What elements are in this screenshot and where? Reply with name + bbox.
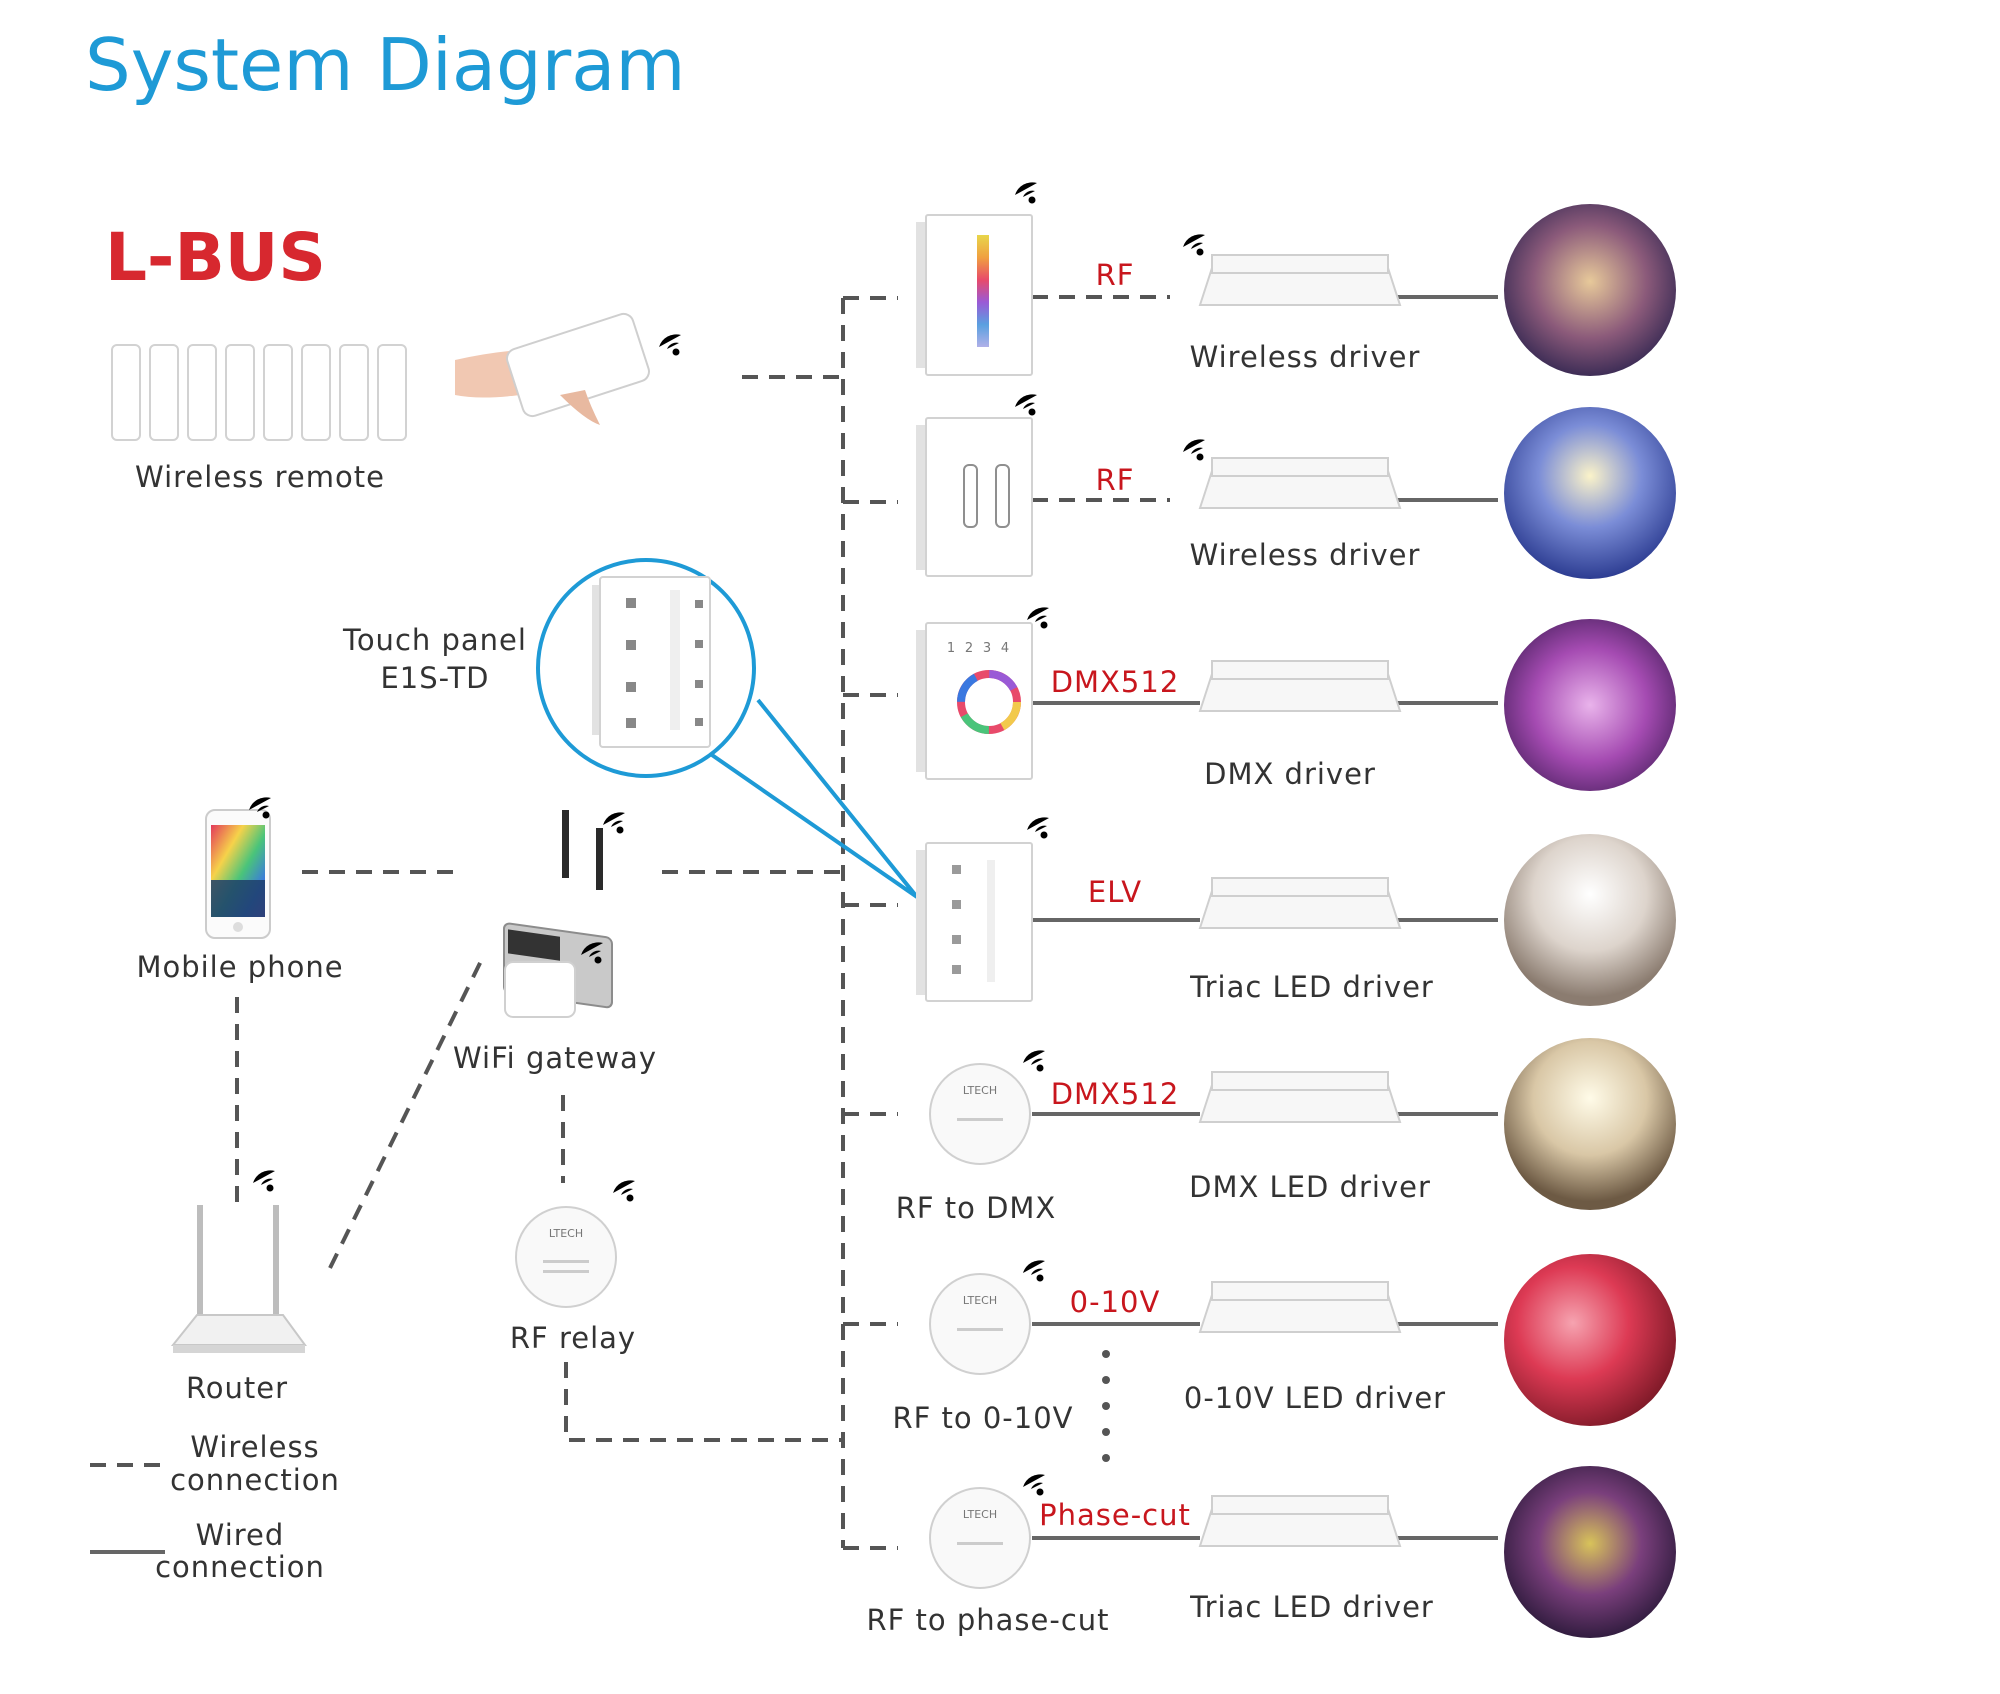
mobile-phone-label: Mobile phone (136, 950, 343, 984)
svg-text:LTECH: LTECH (549, 1227, 583, 1240)
relay-wifi-icon (613, 1180, 635, 1202)
panel-3-number-1: 1 (947, 641, 955, 656)
scene-shopping-mall (1504, 834, 1676, 1006)
converter-rf-to-phasecut: LTECH RF to phase-cut (866, 1474, 1109, 1637)
driver-label-row-3: DMX driver (1204, 757, 1376, 791)
continuation-dots (1102, 1350, 1110, 1462)
driver-label-row-5: DMX LED driver (1189, 1170, 1431, 1204)
svg-text:LTECH: LTECH (963, 1508, 997, 1521)
router: Router (170, 1170, 307, 1405)
protocol-label-row-7: Phase-cut (1039, 1498, 1191, 1532)
wireless-remote-group: Wireless remote (111, 312, 681, 494)
legend-wireless-line2: connection (170, 1463, 340, 1497)
wifi-gateway: WiFi gateway (453, 810, 657, 1075)
rf-to-dmx-wifi-icon (1023, 1050, 1045, 1072)
driver-row-5: DMX LED driver (1189, 1071, 1431, 1204)
callout-pointer (710, 698, 919, 899)
protocol-label-row-5: DMX512 (1051, 1077, 1180, 1111)
protocol-label-row-2: RF (1096, 463, 1135, 497)
l-bus-logo: L-BUS (105, 219, 326, 296)
driver-label-row-7: Triac LED driver (1189, 1590, 1434, 1624)
protocol-label-row-3: DMX512 (1051, 665, 1180, 699)
rf-to-dmx-label: RF to DMX (896, 1191, 1057, 1225)
rf-to-phasecut-label: RF to phase-cut (866, 1603, 1109, 1637)
panel-4 (916, 817, 1049, 1002)
protocol-labels: RF RF DMX512 ELV DMX512 0-10V Phase-cut (1039, 258, 1191, 1532)
panel-1-wifi-icon (1015, 182, 1037, 204)
panel-3-number-2: 2 (965, 641, 973, 656)
gateway-wifi-icon-1 (603, 812, 625, 834)
driver-row-4: Triac LED driver (1189, 877, 1434, 1004)
scene-images (1504, 204, 1676, 1638)
converter-rf-to-010v: LTECH RF to 0-10V (892, 1260, 1073, 1435)
driver-1-wifi-icon (1183, 234, 1205, 256)
driver-row-7: Triac LED driver (1189, 1495, 1434, 1624)
panel-3: 1 2 3 4 (916, 607, 1049, 780)
touch-panel-callout: Touch panel E1S-TD (342, 558, 919, 899)
protocol-label-row-6: 0-10V (1070, 1285, 1161, 1319)
svg-text:LTECH: LTECH (963, 1084, 997, 1097)
driver-row-2: Wireless driver (1183, 439, 1421, 572)
rf-to-phasecut-wifi-icon (1023, 1474, 1045, 1496)
router-label: Router (186, 1371, 288, 1405)
converter-rf-to-dmx: LTECH RF to DMX (896, 1050, 1057, 1225)
panel-3-number-4: 4 (1001, 641, 1009, 656)
panel-2-wifi-icon (1015, 394, 1037, 416)
rf-relay: LTECH RF relay (510, 1180, 636, 1355)
mobile-phone: Mobile phone (136, 797, 343, 984)
legend-wired-line1: Wired (196, 1518, 285, 1552)
scene-living-room (1504, 407, 1676, 579)
panel-1 (916, 182, 1037, 376)
page-title: System Diagram (85, 23, 686, 107)
rf-to-010v-wifi-icon (1023, 1260, 1045, 1282)
driver-label-row-1: Wireless driver (1190, 340, 1421, 374)
panel-4-wifi-icon (1027, 817, 1049, 839)
relay-to-bus (564, 1362, 843, 1442)
magnified-touch-panel (592, 576, 711, 748)
wifi-gateway-label: WiFi gateway (453, 1041, 657, 1075)
hand-with-remote (455, 312, 650, 425)
rf-relay-label: RF relay (510, 1321, 636, 1355)
connection-lines (235, 295, 1498, 1550)
wireless-remote-label: Wireless remote (135, 460, 385, 494)
protocol-label-row-1: RF (1096, 258, 1135, 292)
router-to-gateway (328, 954, 486, 1269)
remote-wifi-icon (659, 334, 681, 356)
driver-row-6: 0-10V LED driver (1184, 1281, 1446, 1415)
driver-label-row-6: 0-10V LED driver (1184, 1381, 1446, 1415)
legend-wired-line2: connection (155, 1550, 325, 1584)
driver-row-3: DMX driver (1198, 660, 1402, 791)
panel-2 (916, 394, 1037, 577)
legend: Wireless connection Wired connection (90, 1430, 340, 1584)
scene-interior-room (1504, 1038, 1676, 1210)
driver-label-row-2: Wireless driver (1190, 538, 1421, 572)
legend-wireless-line1: Wireless (190, 1430, 319, 1464)
driver-label-row-4: Triac LED driver (1189, 970, 1434, 1004)
driver-row-1: Wireless driver (1183, 234, 1421, 374)
driver-2-wifi-icon (1183, 439, 1205, 461)
scene-purple-bedroom (1504, 619, 1676, 791)
scene-bar (1504, 1466, 1676, 1638)
protocol-label-row-4: ELV (1088, 875, 1142, 909)
svg-text:LTECH: LTECH (963, 1294, 997, 1307)
scene-home-theater (1504, 204, 1676, 376)
touch-panel-label-line2: E1S-TD (380, 661, 489, 695)
rf-to-010v-label: RF to 0-10V (892, 1401, 1073, 1435)
scene-red-room (1504, 1254, 1676, 1426)
remote-row (111, 344, 407, 441)
router-wifi-icon (253, 1170, 275, 1192)
panel-3-number-3: 3 (983, 641, 991, 656)
touch-panel-label-line1: Touch panel (342, 623, 527, 657)
